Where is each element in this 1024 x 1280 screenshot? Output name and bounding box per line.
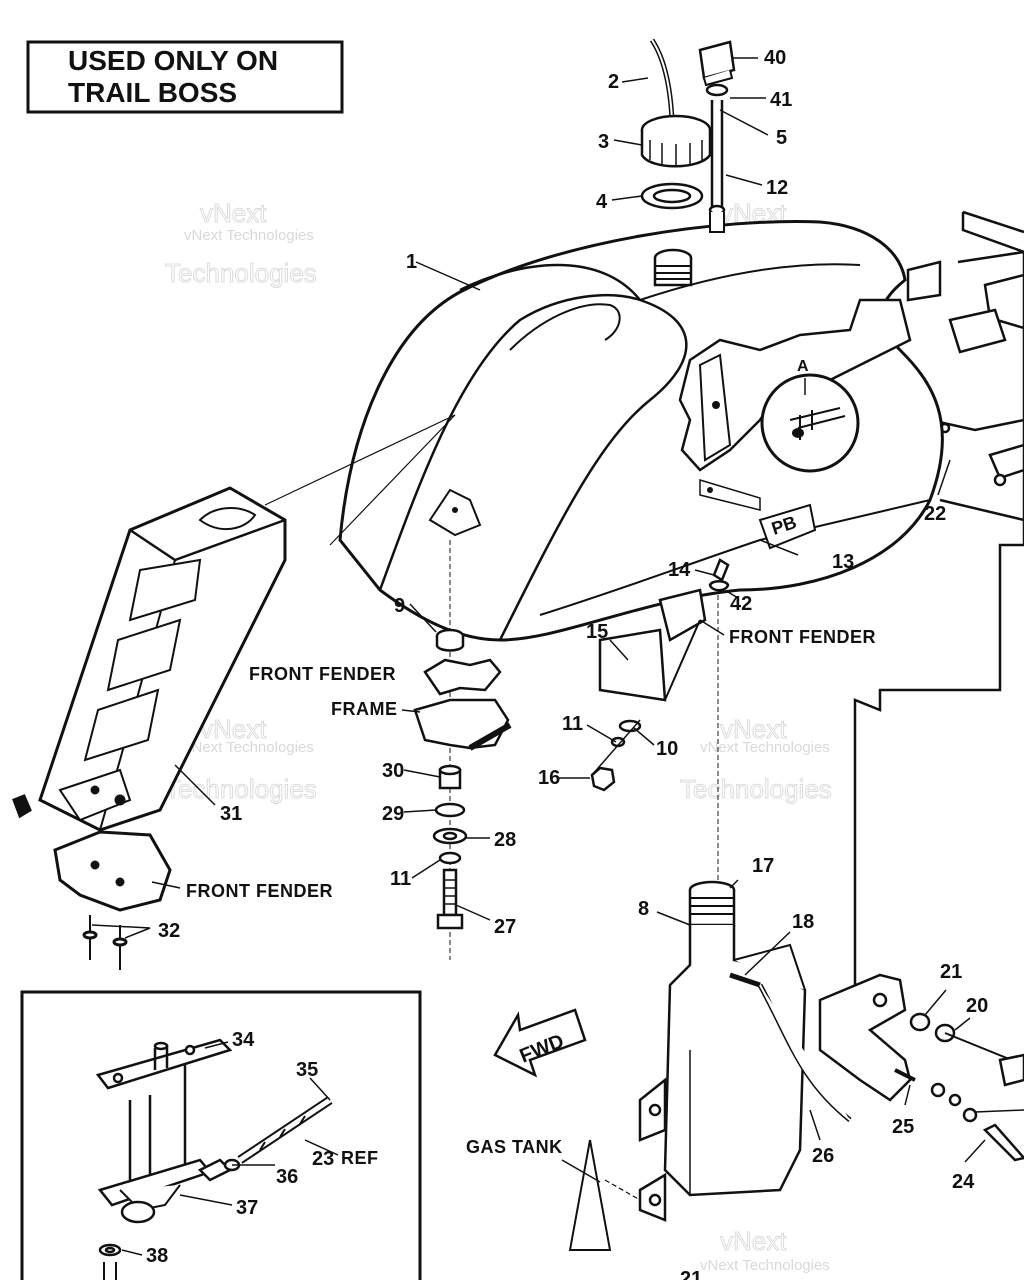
label-gas-tank: GAS TANK xyxy=(466,1137,563,1157)
part-label-28: 28 xyxy=(494,829,516,851)
leader-lines-panel xyxy=(264,414,456,546)
fuel-tank-shroud: A PB xyxy=(338,220,944,642)
part-label-9: 9 xyxy=(394,595,405,617)
part-label-20: 20 xyxy=(966,995,988,1017)
part-label-40: 40 xyxy=(764,47,786,69)
part-label-2: 2 xyxy=(608,71,619,93)
title-line-1: USED ONLY ON xyxy=(68,45,278,76)
part-label-22: 22 xyxy=(924,503,946,525)
svg-text:vNext Technologies: vNext Technologies xyxy=(184,227,314,244)
part-label-37: 37 xyxy=(236,1197,258,1219)
watermark-mid-left: vNext Technologies vNext Technologies xyxy=(165,714,318,805)
reservoir-assembly xyxy=(638,880,852,1222)
part-label-27: 27 xyxy=(494,916,516,938)
watermark-mid-right: vNext Technologies vNext Technologies xyxy=(680,714,833,805)
part-label-11a: 11 xyxy=(562,713,583,735)
svg-text:vNext: vNext xyxy=(200,714,267,744)
title-line-2: TRAIL BOSS xyxy=(68,77,237,108)
svg-text:Technologies: Technologies xyxy=(165,774,317,804)
part-label-1: 1 xyxy=(406,251,417,273)
part-label-21a: 21 xyxy=(940,961,962,983)
part-label-42: 42 xyxy=(730,593,752,615)
part-label-38: 38 xyxy=(146,1245,168,1267)
part-label-8: 8 xyxy=(638,898,649,920)
svg-text:Technologies: Technologies xyxy=(165,258,317,288)
part-label-4: 4 xyxy=(596,191,608,213)
svg-text:vNext Technologies: vNext Technologies xyxy=(700,1257,830,1274)
part-label-29: 29 xyxy=(382,803,404,825)
part-label-16: 16 xyxy=(538,767,560,789)
part-numbers: 1 2 3 4 5 8 9 10 11 11 12 13 14 15 16 17… xyxy=(146,47,988,1280)
title-box: USED ONLY ON TRAIL BOSS xyxy=(26,40,344,114)
part-label-5: 5 xyxy=(776,127,787,149)
label-front-fender-left: FRONT FENDER xyxy=(186,881,333,901)
svg-text:vNext: vNext xyxy=(720,1226,787,1256)
engine-bracket-assembly xyxy=(818,973,1024,1162)
part-label-31: 31 xyxy=(220,803,242,825)
label-front-fender-right: FRONT FENDER xyxy=(729,627,876,647)
label-frame: FRAME xyxy=(331,699,398,719)
forward-arrow: FWD xyxy=(493,1008,587,1078)
label-front-fender-mid: FRONT FENDER xyxy=(249,664,396,684)
detail-inset xyxy=(20,990,422,1280)
cap-assembly xyxy=(640,38,736,233)
part-label-35: 35 xyxy=(296,1059,318,1081)
svg-text:Technologies: Technologies xyxy=(680,774,832,804)
part-label-25: 25 xyxy=(892,1116,914,1138)
part-label-10: 10 xyxy=(656,738,678,760)
frame-assembly xyxy=(853,210,1024,985)
part-label-32: 32 xyxy=(158,920,180,942)
part-label-11b: 11 xyxy=(390,868,411,890)
part-label-24: 24 xyxy=(952,1171,975,1193)
part-label-13: 13 xyxy=(832,551,854,573)
part-label-30: 30 xyxy=(382,760,404,782)
svg-text:vNext: vNext xyxy=(200,198,267,228)
side-panel-assembly xyxy=(12,486,287,970)
center-fastener-stack xyxy=(413,540,512,960)
gas-tank-fragment xyxy=(568,1139,612,1251)
leader-lines xyxy=(91,57,1024,1256)
part-label-17: 17 xyxy=(752,855,774,877)
svg-text:vNext Technologies: vNext Technologies xyxy=(184,739,314,756)
svg-text:vNext: vNext xyxy=(720,714,787,744)
part-label-21b: 21 xyxy=(680,1268,702,1280)
svg-text:vNext Technologies: vNext Technologies xyxy=(700,739,830,756)
ref-label: REF xyxy=(341,1148,379,1168)
part-label-23: 23 xyxy=(312,1148,334,1170)
part-label-18: 18 xyxy=(792,911,814,933)
detail-a-marker: A xyxy=(797,358,809,375)
watermark-top-left: vNext Technologies vNext Technologies xyxy=(165,198,318,289)
watermark-bottom-right: vNext Technologies vNext xyxy=(700,1226,830,1275)
part-label-12: 12 xyxy=(766,177,788,199)
part-label-41: 41 xyxy=(770,89,792,111)
part-label-26: 26 xyxy=(812,1145,834,1167)
callout-labels: FRONT FENDER FRAME FRONT FENDER FRONT FE… xyxy=(186,627,876,1157)
part-label-34: 34 xyxy=(232,1029,255,1051)
part-label-14: 14 xyxy=(668,559,691,581)
part-label-15: 15 xyxy=(586,621,608,643)
part-label-3: 3 xyxy=(598,131,609,153)
part-label-36: 36 xyxy=(276,1166,298,1188)
